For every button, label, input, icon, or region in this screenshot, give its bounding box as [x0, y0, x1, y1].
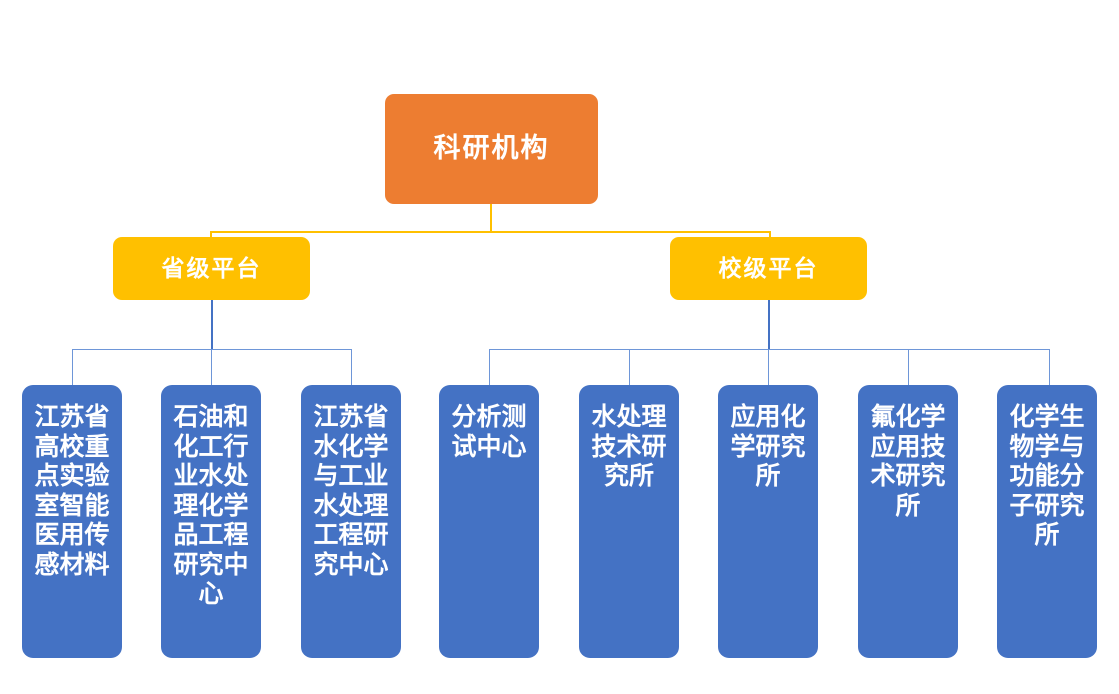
org-node-leaf-0[interactable]: 江苏省高校重点实验室智能医用传感材料 [22, 385, 122, 658]
org-node-level2-provincial-label: 省级平台 [161, 254, 262, 281]
org-node-leaf-0-label: 江苏省高校重点实验室智能医用传感材料 [34, 403, 110, 579]
org-node-level2-university[interactable]: 校级平台 [670, 237, 867, 300]
org-node-leaf-2[interactable]: 江苏省水化学与工业水处理工程研究中心 [301, 385, 401, 658]
org-node-level2-provincial[interactable]: 省级平台 [113, 237, 310, 300]
org-node-leaf-2-label: 江苏省水化学与工业水处理工程研究中心 [313, 403, 389, 579]
connector-provincial-stem [211, 300, 213, 350]
connector-to-leaf-1 [211, 349, 212, 386]
connector-to-level2-1 [769, 231, 771, 238]
connector-to-leaf-6 [908, 349, 909, 386]
org-node-leaf-5[interactable]: 应用化学研究所 [718, 385, 818, 658]
connector-to-leaf-2 [351, 349, 352, 386]
connector-root-bus [210, 231, 771, 233]
org-node-leaf-3[interactable]: 分析测试中心 [439, 385, 539, 658]
connector-root-stem [490, 204, 492, 232]
connector-to-leaf-4 [629, 349, 630, 386]
org-node-leaf-1-label: 石油和化工行业水处理化学品工程研究中心 [173, 403, 249, 608]
org-node-leaf-1[interactable]: 石油和化工行业水处理化学品工程研究中心 [161, 385, 261, 658]
connector-to-level2-0 [210, 231, 212, 238]
org-node-leaf-3-label: 分析测试中心 [451, 403, 527, 461]
connector-to-leaf-7 [1049, 349, 1050, 386]
org-node-leaf-4-label: 水处理技术研究所 [591, 403, 667, 490]
connector-provincial-bus [72, 349, 352, 350]
org-node-leaf-6[interactable]: 氟化学应用技术研究所 [858, 385, 958, 658]
connector-to-leaf-3 [489, 349, 490, 386]
connector-university-bus [489, 349, 1050, 350]
org-node-leaf-6-label: 氟化学应用技术研究所 [870, 403, 946, 520]
connector-to-leaf-5 [768, 349, 769, 386]
org-node-level2-university-label: 校级平台 [718, 254, 819, 281]
org-node-leaf-5-label: 应用化学研究所 [730, 403, 806, 490]
connector-to-leaf-0 [72, 349, 73, 386]
org-node-leaf-7-label: 化学生物学与功能分子研究所 [1009, 403, 1085, 549]
org-node-root[interactable]: 科研机构 [385, 94, 598, 204]
connector-university-stem [768, 300, 770, 350]
org-node-root-label: 科研机构 [433, 133, 550, 164]
org-node-leaf-7[interactable]: 化学生物学与功能分子研究所 [997, 385, 1097, 658]
org-node-leaf-4[interactable]: 水处理技术研究所 [579, 385, 679, 658]
